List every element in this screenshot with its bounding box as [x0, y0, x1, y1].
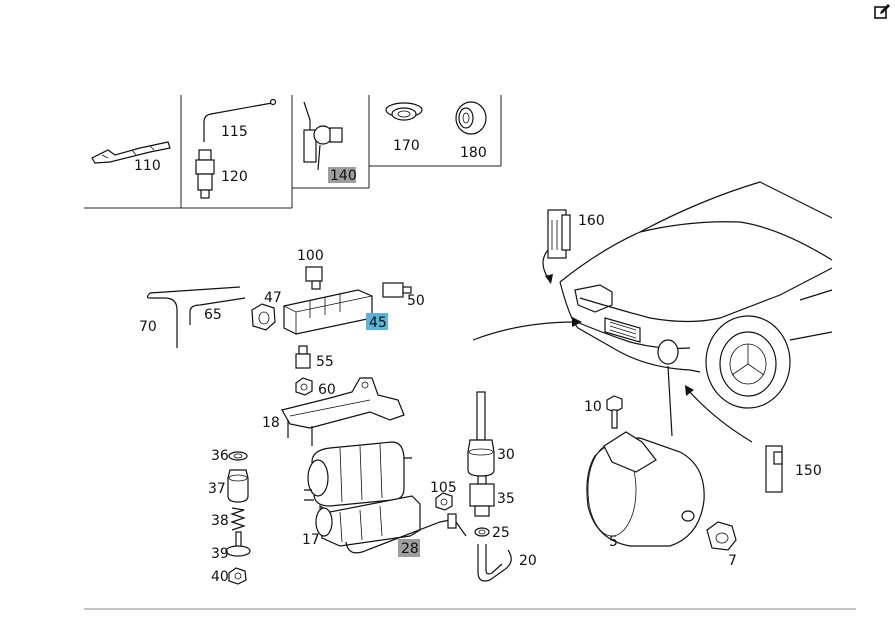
- part-label-47[interactable]: 47: [264, 290, 282, 306]
- part-label-28[interactable]: 28: [401, 541, 419, 557]
- part-label-20[interactable]: 20: [519, 553, 537, 569]
- part-170-grommet[interactable]: [385, 102, 423, 121]
- part-180-grommet[interactable]: [455, 101, 487, 135]
- part-45-valve-block[interactable]: [283, 289, 373, 335]
- part-label-7[interactable]: 7: [728, 553, 737, 569]
- part-110-bracket[interactable]: [91, 141, 171, 164]
- part-140-valve[interactable]: [303, 101, 343, 171]
- part-120-fitting[interactable]: [195, 149, 215, 199]
- part-55-valve[interactable]: [295, 345, 311, 369]
- arrow-to-car: [472, 321, 576, 341]
- part-label-180[interactable]: 180: [460, 145, 487, 161]
- arrowhead-160: [545, 274, 553, 284]
- part-label-60[interactable]: 60: [318, 382, 336, 398]
- part-150-sensor[interactable]: [765, 445, 783, 493]
- part-label-39[interactable]: 39: [211, 546, 229, 562]
- part-label-110[interactable]: 110: [134, 158, 161, 174]
- part-5-air-tank[interactable]: [586, 431, 705, 547]
- leader-to-tank: [667, 365, 673, 437]
- part-160-relay[interactable]: [547, 209, 571, 259]
- part-label-120[interactable]: 120: [221, 169, 248, 185]
- vehicle-front-view: [559, 181, 833, 409]
- part-10-bolt[interactable]: [606, 395, 623, 429]
- part-60-nut[interactable]: [295, 377, 313, 396]
- part-37-mount[interactable]: [227, 469, 249, 503]
- part-label-105[interactable]: 105: [430, 480, 457, 496]
- part-label-55[interactable]: 55: [316, 354, 334, 370]
- part-25-washer[interactable]: [474, 527, 490, 537]
- part-label-160[interactable]: 160: [578, 213, 605, 229]
- part-39-bolt[interactable]: [225, 531, 251, 557]
- part-17-compressor[interactable]: [304, 441, 421, 547]
- part-label-50[interactable]: 50: [407, 293, 425, 309]
- part-label-28-highlight: [398, 539, 420, 557]
- part-100-fitting[interactable]: [305, 266, 323, 290]
- part-label-17[interactable]: 17: [302, 532, 320, 548]
- part-label-40[interactable]: 40: [211, 569, 229, 585]
- inset-frames: [84, 95, 502, 209]
- arrowhead-150: [685, 385, 694, 396]
- part-label-36[interactable]: 36: [211, 448, 229, 464]
- part-label-37[interactable]: 37: [208, 481, 226, 497]
- part-30-dryer[interactable]: [467, 391, 495, 477]
- part-47-nut[interactable]: [251, 303, 276, 331]
- part-label-115[interactable]: 115: [221, 124, 248, 140]
- part-label-10[interactable]: 10: [584, 399, 602, 415]
- part-label-170[interactable]: 170: [393, 138, 420, 154]
- arrow-150: [687, 389, 753, 443]
- arrowhead-car: [572, 317, 582, 327]
- part-label-150[interactable]: 150: [795, 463, 822, 479]
- part-label-25[interactable]: 25: [492, 525, 510, 541]
- part-label-140[interactable]: 140: [330, 168, 357, 184]
- part-label-140-highlight: [328, 167, 356, 183]
- part-20-hose[interactable]: [477, 544, 512, 582]
- part-105-nut[interactable]: [435, 492, 453, 511]
- part-label-35[interactable]: 35: [497, 491, 515, 507]
- part-65-pipe[interactable]: [189, 297, 246, 325]
- edit-icon[interactable]: [873, 3, 893, 23]
- edit-icon-glyph: [874, 4, 890, 19]
- part-label-30[interactable]: 30: [497, 447, 515, 463]
- part-28-hose[interactable]: [345, 513, 467, 554]
- part-label-5[interactable]: 5: [609, 534, 618, 550]
- arrow-160: [542, 249, 549, 279]
- part-38-spring[interactable]: [230, 507, 246, 531]
- part-label-18[interactable]: 18: [262, 415, 280, 431]
- part-70-pipe[interactable]: [146, 286, 241, 348]
- part-35-filter[interactable]: [469, 475, 495, 517]
- part-115-pipe[interactable]: [203, 98, 277, 143]
- part-50-sensor[interactable]: [382, 282, 412, 298]
- part-18-bracket[interactable]: [281, 377, 405, 446]
- part-40-nut[interactable]: [228, 567, 247, 585]
- part-label-45-highlight: [366, 313, 388, 330]
- part-label-38[interactable]: 38: [211, 513, 229, 529]
- part-label-65[interactable]: 65: [204, 307, 222, 323]
- part-7-drain-plug[interactable]: [706, 521, 737, 551]
- part-label-45[interactable]: 45: [369, 315, 387, 331]
- part-36-washer[interactable]: [228, 451, 248, 461]
- part-label-70[interactable]: 70: [139, 319, 157, 335]
- part-label-100[interactable]: 100: [297, 248, 324, 264]
